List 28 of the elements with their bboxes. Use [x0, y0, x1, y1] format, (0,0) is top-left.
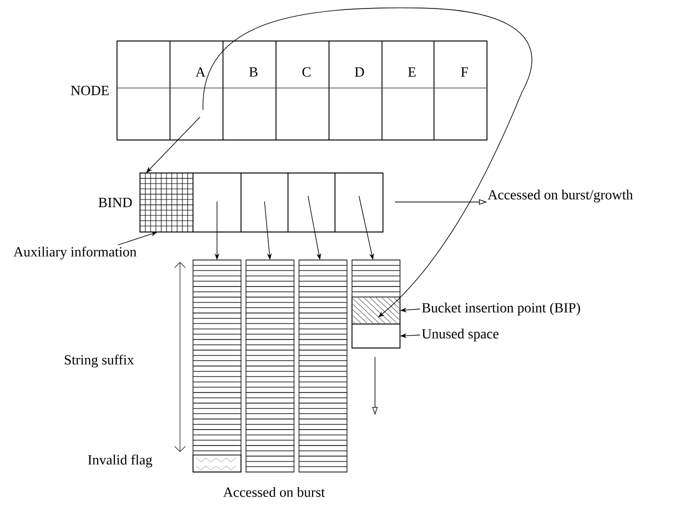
array-slot [240, 172, 288, 232]
node-label: BIND [98, 198, 132, 208]
arrow [146, 116, 200, 173]
curved-arrow [202, 8, 532, 318]
caption-text: Accessed on burst [223, 487, 325, 497]
dimension-label: String suffix [64, 354, 134, 368]
bucket [246, 260, 294, 472]
table-cell: B [222, 40, 276, 140]
array-slot [288, 172, 336, 232]
table-cell: F [434, 40, 488, 140]
array-slot [192, 172, 242, 232]
flag-region [192, 454, 242, 472]
grid-cell [140, 172, 194, 232]
caption-text: Accessed on burst/growth [488, 190, 633, 202]
table-cell: A [170, 40, 224, 140]
table-cell: E [382, 40, 434, 140]
node-label: NODE [70, 86, 109, 96]
callout-text: Auxiliary information [14, 246, 136, 260]
table-cell [116, 40, 170, 140]
bucket [298, 260, 348, 472]
table-cell: D [328, 40, 382, 140]
array-slot [334, 172, 384, 232]
hatched-region [352, 296, 400, 324]
empty-region [352, 324, 400, 348]
callout-text: Bucket insertion point (BIP) [422, 302, 580, 316]
table-cell: C [276, 40, 330, 140]
region-label: Invalid flag [88, 454, 152, 468]
callout-text: Unused space [422, 328, 498, 342]
